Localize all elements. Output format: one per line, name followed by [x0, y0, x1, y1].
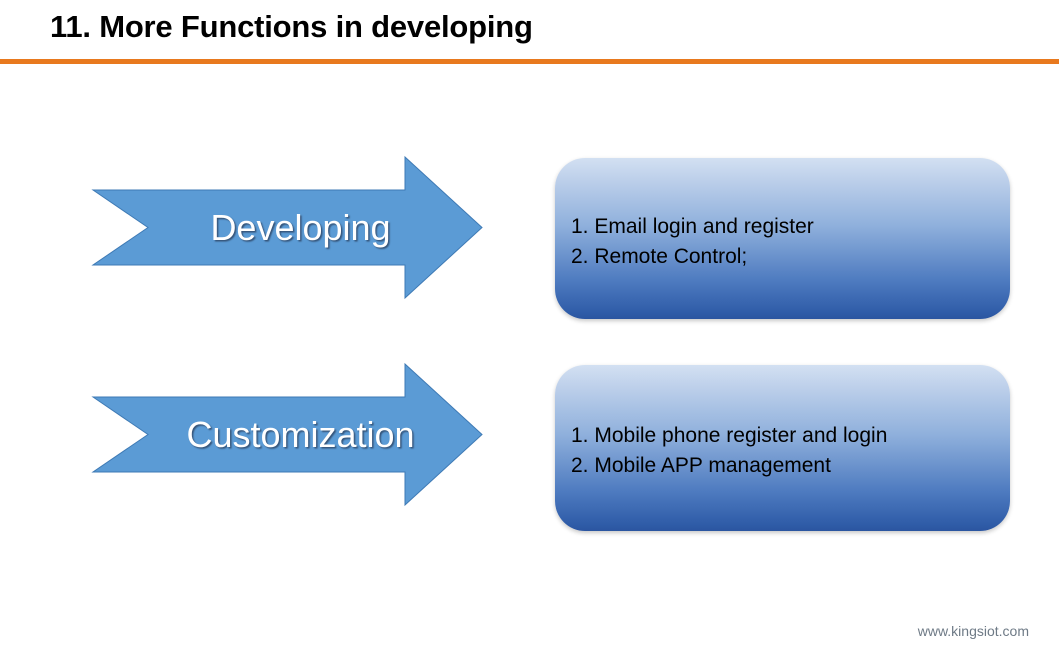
arrow-shape-customization: Customization	[91, 362, 483, 507]
info-box-developing-list: 1. Email login and register 2. Remote Co…	[571, 212, 1001, 272]
arrow-developing-glyph	[91, 155, 483, 300]
title-divider-rule	[0, 59, 1059, 64]
arrow-shape-developing: Developing	[91, 155, 483, 300]
list-item: 2. Mobile APP management	[571, 454, 831, 477]
footer-watermark: www.kingsiot.com	[917, 623, 1029, 639]
info-box-customization: 1. Mobile phone register and login 2. Mo…	[555, 365, 1010, 531]
list-item: 2. Remote Control;	[571, 245, 748, 268]
list-item: 1. Email login and register	[571, 215, 814, 238]
page-title: 11. More Functions in developing	[50, 9, 533, 44]
list-item: 1. Mobile phone register and login	[571, 424, 888, 447]
info-box-developing: 1. Email login and register 2. Remote Co…	[555, 158, 1010, 319]
info-box-customization-list: 1. Mobile phone register and login 2. Mo…	[571, 421, 1001, 481]
arrow-customization-glyph	[91, 362, 483, 507]
